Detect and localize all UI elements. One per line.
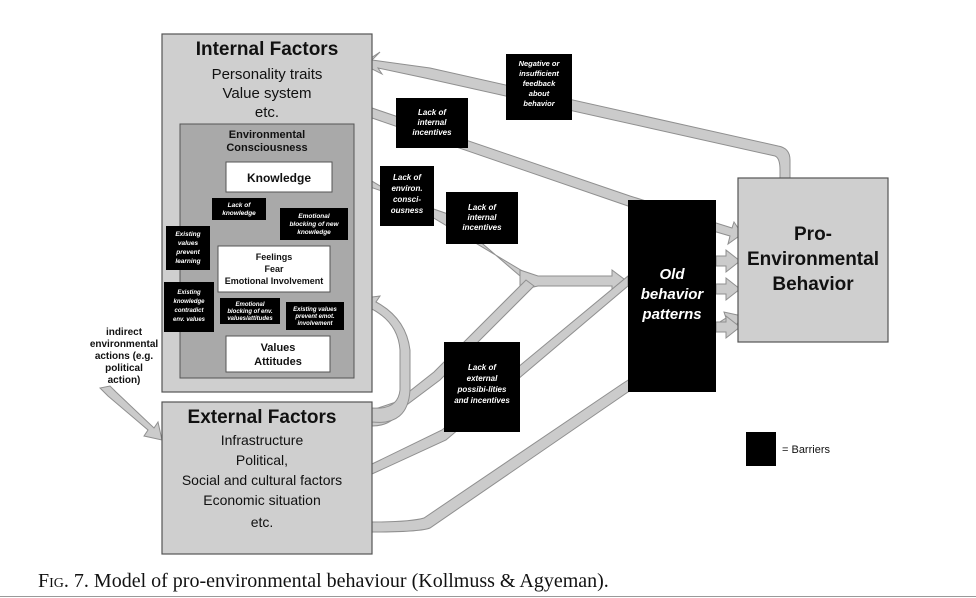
svg-text:Old: Old [660,266,686,283]
external-factors-box: External Factors Infrastructure Politica… [161,401,373,555]
figure-caption: Fig. 7. Model of pro-environmental behav… [38,570,938,593]
caption-divider [0,596,976,597]
figure-caption-text: Model of pro-environmental behaviour (Ko… [88,570,609,592]
svg-text:Lack of: Lack of [468,203,497,212]
env-consciousness-title: Environmental [229,129,305,141]
barrier-existing-values-prevent-learning: Existing values prevent learning [166,226,210,270]
legend: = Barriers [746,432,830,466]
internal-factor-line: Value system [223,85,312,102]
svg-text:prevent emot.: prevent emot. [294,314,335,320]
svg-text:environ.: environ. [391,184,422,193]
svg-text:Existing values: Existing values [293,307,337,313]
svg-text:values: values [178,240,199,247]
feelings-label: Feelings [256,252,293,262]
svg-text:blocking of env.: blocking of env. [227,309,273,315]
external-factor-line: Political, [236,452,288,468]
svg-text:Lack of: Lack of [228,202,252,209]
svg-text:Lack of: Lack of [418,108,447,117]
svg-text:incentives: incentives [412,128,452,137]
barrier-lack-environmental-consciousness: Lack of environ. consci- ousness [380,166,434,226]
pro-environmental-behavior-box: Pro- Environmental Behavior [737,177,889,343]
svg-text:internal: internal [468,213,498,222]
svg-text:knowledge: knowledge [173,299,205,305]
values-attitudes-box: Values Attitudes [225,335,331,373]
external-to-internal-loop-arrow [363,295,411,423]
external-factor-line: etc. [251,514,274,530]
barrier-existing-values-emotional-involvement: Existing values prevent emot. involvemen… [286,302,344,330]
old-to-pro-arrow-2 [715,276,741,302]
svg-text:learning: learning [175,258,200,265]
svg-text:contradict: contradict [174,308,204,314]
svg-text:ousness: ousness [391,206,424,215]
barrier-lack-external-opportunities: Lack of external possibi-lities and ince… [444,342,520,432]
indirect-actions-arrow [98,385,163,441]
svg-text:Emotional: Emotional [235,302,264,308]
barrier-lack-of-knowledge: Lack of knowledge [212,198,266,220]
svg-text:Behavior: Behavior [772,274,854,295]
svg-text:prevent: prevent [175,249,200,256]
svg-text:Lack of: Lack of [468,363,497,372]
barrier-lack-internal-incentives-2: Lack of internal incentives [446,192,518,244]
svg-text:env. values: env. values [173,317,206,323]
svg-text:action): action) [108,375,141,386]
external-factor-line: Infrastructure [221,432,304,448]
barrier-negative-feedback: Negative or insufficient feedback about … [506,54,572,120]
barrier-emotional-blocking-env-values: Emotional blocking of env. values/attitu… [220,298,280,324]
old-behavior-patterns-box: Old behavior patterns [628,200,716,392]
svg-text:actions (e.g.: actions (e.g. [95,351,154,362]
svg-text:blocking of new: blocking of new [289,221,339,228]
svg-text:environmental: environmental [90,339,159,350]
feelings-box: Feelings Fear Emotional Involvement [217,245,331,293]
svg-text:Emotional: Emotional [298,213,330,220]
old-to-pro-arrow-3 [715,314,741,340]
svg-text:values/attitudes: values/attitudes [227,316,273,322]
svg-text:Environmental: Environmental [747,249,879,270]
svg-text:political: political [105,363,143,374]
svg-text:knowledge: knowledge [222,210,256,217]
feelings-label: Fear [264,264,284,274]
svg-text:behavior: behavior [641,286,705,303]
external-factor-line: Social and cultural factors [182,472,342,488]
external-factors-title: External Factors [188,407,337,428]
barrier-existing-knowledge-contradict: Existing knowledge contradict env. value… [164,282,214,332]
figure-number: Fig. 7. [38,570,89,592]
knowledge-label: Knowledge [247,171,311,185]
svg-text:and incentives: and incentives [454,396,510,405]
legend-swatch [746,432,776,466]
barrier-lack-internal-incentives-1: Lack of internal incentives [396,98,468,148]
svg-text:indirect: indirect [106,327,143,338]
internal-factors-title: Internal Factors [196,39,339,60]
svg-text:insufficient: insufficient [519,69,559,78]
svg-text:behavior: behavior [523,99,555,108]
svg-text:external: external [467,374,498,383]
svg-text:Negative or: Negative or [519,59,561,68]
svg-text:involvement: involvement [297,321,333,327]
svg-text:Lack of: Lack of [393,173,422,182]
attitudes-label: Attitudes [254,356,302,368]
svg-text:possibi-lities: possibi-lities [457,385,507,394]
svg-text:internal: internal [418,118,448,127]
svg-text:about: about [529,89,550,98]
feelings-label: Emotional Involvement [225,276,324,286]
old-to-pro-arrow-1 [715,248,741,274]
svg-text:feedback: feedback [523,79,556,88]
internal-factor-line: Personality traits [212,66,323,83]
svg-text:knowledge: knowledge [297,229,331,236]
knowledge-box: Knowledge [225,161,333,193]
external-factor-line: Economic situation [203,492,321,508]
svg-text:consci-: consci- [393,195,421,204]
svg-text:Existing: Existing [177,290,201,296]
svg-text:incentives: incentives [462,223,502,232]
values-label: Values [261,342,296,354]
svg-text:Existing: Existing [175,231,200,238]
internal-factor-line: etc. [255,104,279,121]
barrier-emotional-blocking-new-knowledge: Emotional blocking of new knowledge [280,208,348,240]
legend-label: = Barriers [782,444,830,456]
indirect-actions-label: indirect environmental actions (e.g. pol… [90,327,159,386]
svg-text:Pro-: Pro- [794,224,832,245]
svg-text:patterns: patterns [641,306,701,323]
env-consciousness-title: Consciousness [226,142,307,154]
